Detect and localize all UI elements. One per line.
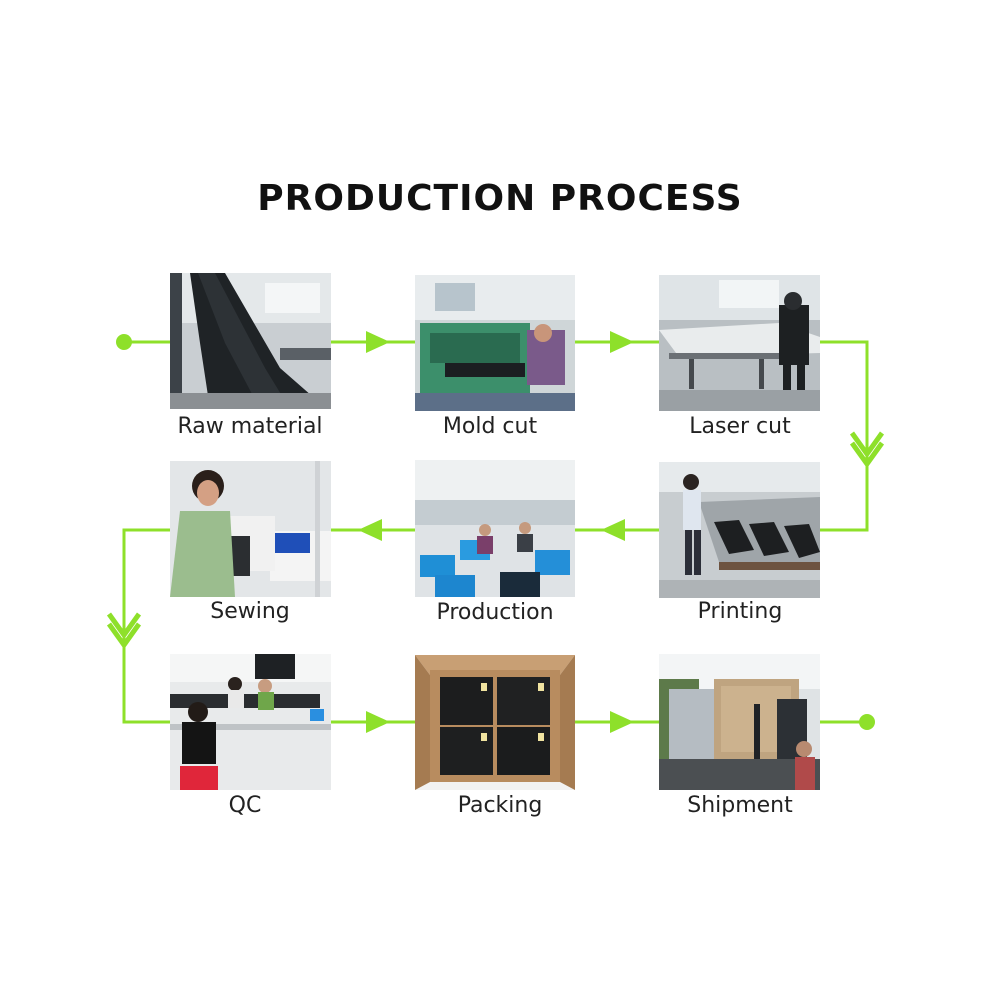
flow-line xyxy=(820,340,869,532)
step-label: QC xyxy=(228,793,262,818)
arrow-right-icon xyxy=(366,711,390,733)
sewing-photo xyxy=(170,461,331,597)
step-label: Printing xyxy=(697,599,783,624)
chevron-down-icon xyxy=(106,612,142,640)
flow-line xyxy=(122,528,170,724)
step-label: Production xyxy=(436,600,554,625)
arrow-left-icon xyxy=(601,519,625,541)
arrow-right-icon xyxy=(610,331,634,353)
step-label: Mold cut xyxy=(442,414,538,439)
qc-photo xyxy=(170,654,331,790)
step-label: Raw material xyxy=(177,414,323,439)
chevron-down-icon xyxy=(106,622,142,650)
flow-start-dot xyxy=(116,334,132,350)
mold-cut-photo xyxy=(415,275,575,411)
chevron-down-icon xyxy=(849,431,885,459)
packing-photo xyxy=(415,655,575,790)
step-label: Sewing xyxy=(210,599,290,624)
arrow-right-icon xyxy=(610,711,634,733)
arrow-right-icon xyxy=(366,331,390,353)
production-photo xyxy=(415,460,575,597)
step-label: Laser cut xyxy=(689,414,791,439)
chevron-down-icon xyxy=(849,441,885,469)
laser-cut-photo xyxy=(659,275,820,411)
flow-end-dot xyxy=(859,714,875,730)
arrow-left-icon xyxy=(358,519,382,541)
shipment-photo xyxy=(659,654,820,790)
step-label: Shipment xyxy=(687,793,793,818)
raw-material-photo xyxy=(170,273,331,409)
step-label: Packing xyxy=(457,793,543,818)
printing-photo xyxy=(659,462,820,598)
page-title: PRODUCTION PROCESS xyxy=(257,178,743,219)
